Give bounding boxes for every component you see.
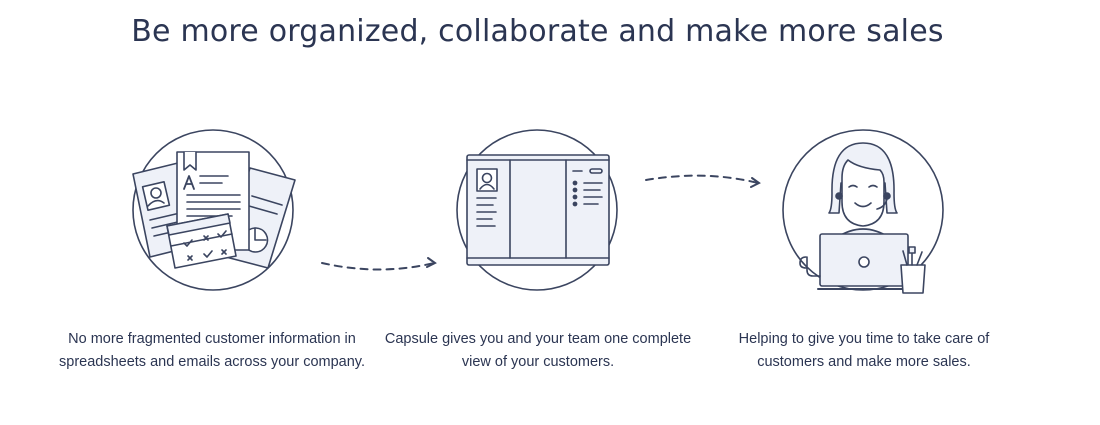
caption-line: Capsule gives you and your team one comp… <box>384 331 692 347</box>
arrow-right-icon <box>645 174 761 188</box>
crm-app-window-icon <box>456 129 618 291</box>
scattered-documents-icon <box>132 129 296 291</box>
step-caption-fragmented-info: No more fragmented customer information … <box>52 328 372 374</box>
step-caption-complete-view: Capsule gives you and your team one comp… <box>378 328 698 374</box>
caption-line: No more fragmented customer information … <box>68 331 356 347</box>
caption-line: view of your customers. <box>461 354 615 370</box>
step-caption-more-sales: Helping to give you time to take care of… <box>704 328 1024 374</box>
caption-line: spreadsheets and emails across your comp… <box>59 354 365 370</box>
caption-line: Helping to give you time to take care of <box>738 331 990 347</box>
arrow-right-icon <box>321 257 437 271</box>
page-headline: Be more organized, collaborate and make … <box>131 14 944 49</box>
caption-line: customers and make more sales. <box>757 354 971 370</box>
person-with-laptop-icon <box>782 129 944 294</box>
